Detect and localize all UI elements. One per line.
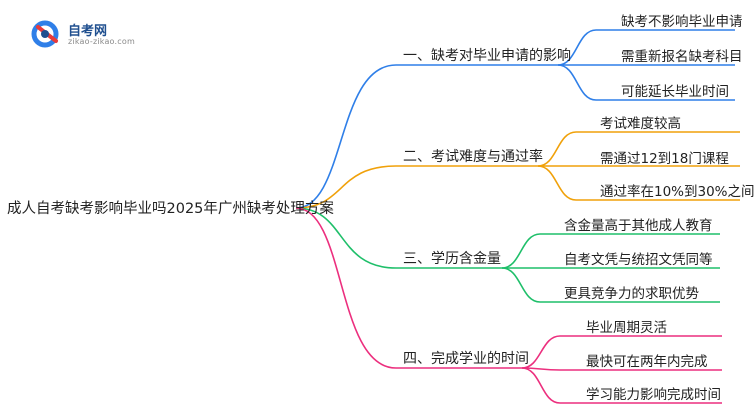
connectors [295, 29, 740, 404]
leaf-1-1: 缺考不影响毕业申请 [621, 14, 743, 30]
leaf-2-1: 考试难度较高 [600, 116, 681, 132]
connector-root-branch-3 [295, 207, 397, 269]
leaf-4-3: 学习能力影响完成时间 [586, 387, 721, 403]
branch-topic-4: 四、完成学业的时间 [403, 351, 529, 367]
connector-branch-1-leaf-3 [557, 64, 597, 101]
branch-topic-3: 三、学历含金量 [403, 251, 501, 267]
site-logo: 自考网 zikao-zikao.com [30, 17, 140, 51]
leaf-1-3: 可能延长毕业时间 [621, 84, 729, 100]
leaf-3-1: 含金量高于其他成人教育 [564, 218, 713, 234]
leaf-1-2: 需重新报名缺考科目 [621, 49, 743, 65]
connector-branch-1-leaf-1 [557, 29, 597, 66]
logo-icon [31, 20, 59, 48]
connector-branch-3-leaf-3 [501, 267, 541, 303]
branch-topic-1: 一、缺考对毕业申请的影响 [403, 48, 571, 64]
leaf-4-2: 最快可在两年内完成 [586, 354, 708, 370]
connector-branch-3-leaf-1 [501, 233, 541, 269]
branch-topic-2: 二、考试难度与通过率 [403, 149, 543, 165]
logo-domain: zikao-zikao.com [68, 37, 135, 46]
connector-branch-2-leaf-3 [537, 165, 577, 201]
connector-branch-4-leaf-3 [521, 367, 561, 404]
leaf-3-2: 自考文凭与统招文凭同等 [564, 252, 713, 268]
leaf-3-3: 更具竞争力的求职优势 [564, 286, 699, 302]
connector-root-branch-2 [295, 165, 397, 209]
leaf-2-2: 需通过12到18门课程 [600, 151, 729, 167]
leaf-4-1: 毕业周期灵活 [586, 320, 667, 336]
root-topic: 成人自考缺考影响毕业吗2025年广州缺考处理方案 [7, 201, 334, 217]
connector-root-branch-1 [295, 64, 397, 209]
connector-root-branch-4 [295, 207, 397, 369]
connector-branch-4-leaf-1 [521, 335, 561, 369]
logo-name: 自考网 [68, 24, 108, 39]
leaf-2-3: 通过率在10%到30%之间 [600, 184, 755, 200]
connector-branch-2-leaf-1 [537, 131, 577, 167]
